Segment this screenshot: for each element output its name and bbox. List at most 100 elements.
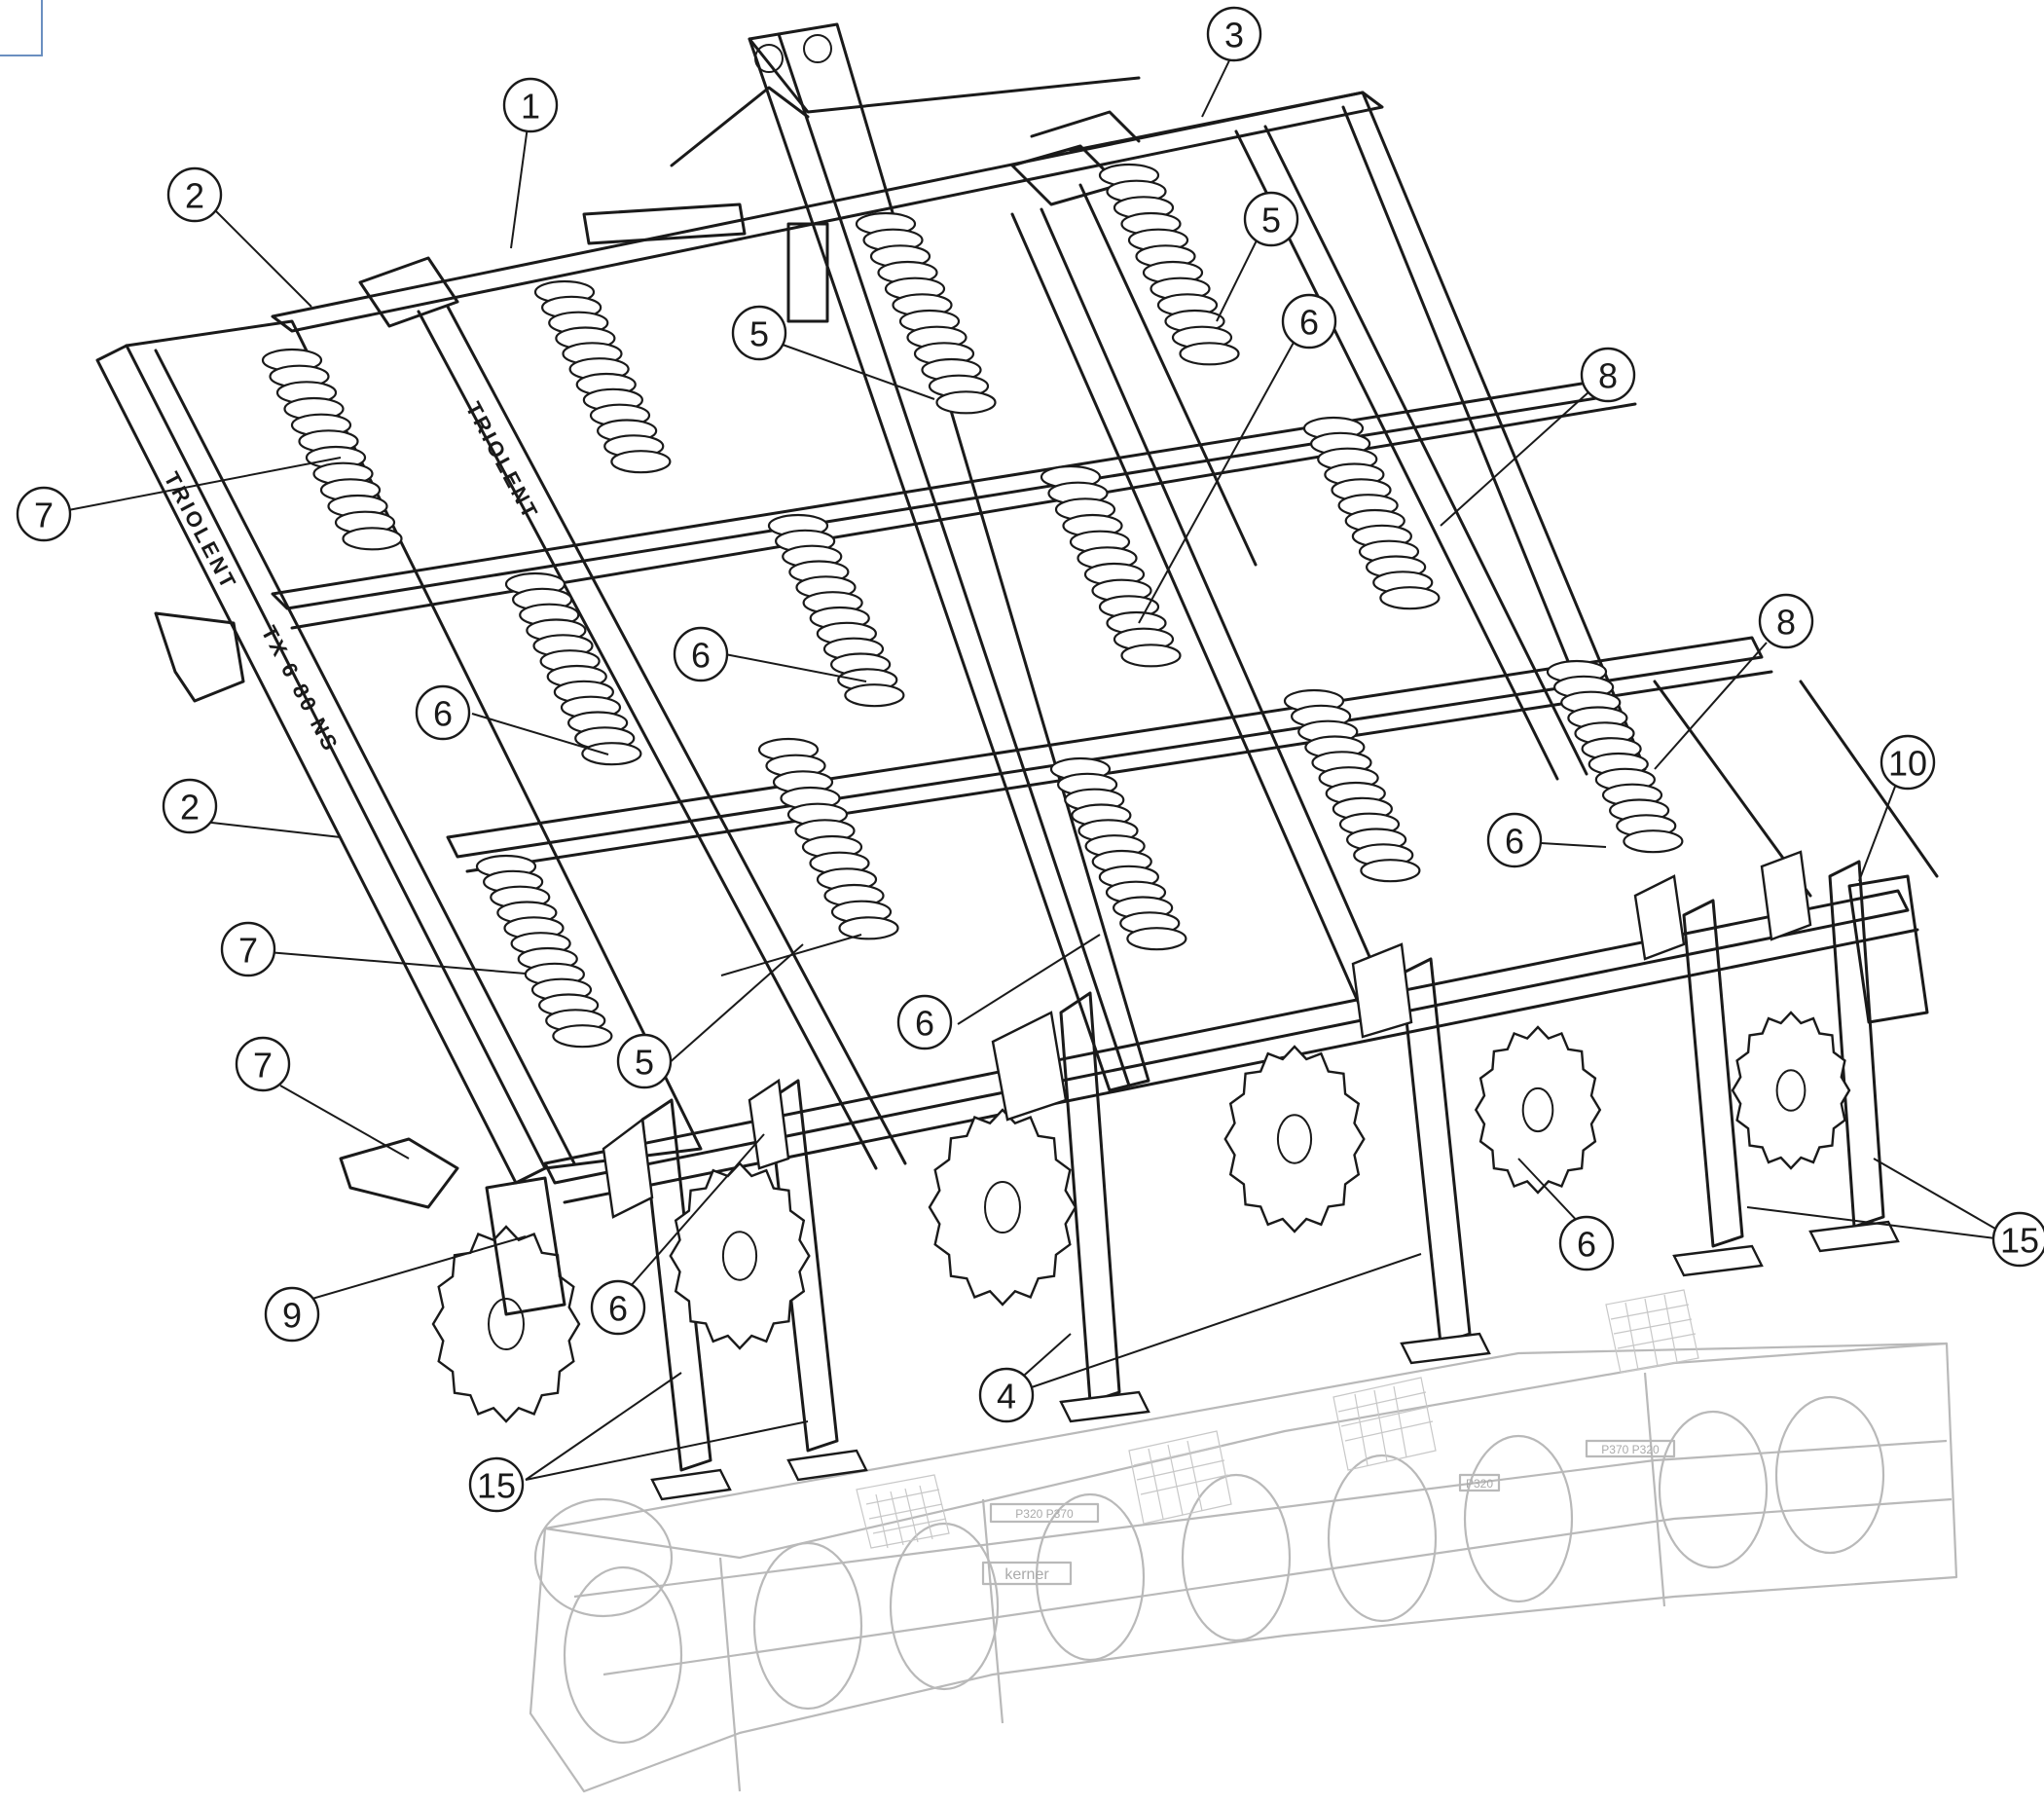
callout-c6b: 6 [673, 626, 729, 682]
callout-number: 5 [749, 314, 769, 354]
spring-assemblies [261, 163, 1684, 1049]
callout-c6d: 6 [1486, 812, 1543, 868]
callout-number: 2 [185, 176, 204, 216]
callout-c6f: 6 [1558, 1215, 1615, 1271]
notched-disc [1731, 1011, 1851, 1170]
callout-c5b: 5 [1243, 191, 1299, 247]
spring-coil [838, 916, 899, 940]
callout-c7a: 7 [16, 486, 72, 542]
callout-circle [731, 305, 787, 361]
callout-c1: 1 [502, 77, 559, 133]
compression-spring [855, 211, 997, 415]
spring-coil [1360, 859, 1421, 883]
roller-code-label-1: P320 P370 [1015, 1507, 1074, 1521]
callout-c10: 10 [1880, 734, 1936, 791]
callout-circle [590, 1279, 646, 1336]
callout-circle [1206, 6, 1262, 62]
callout-circle [1758, 593, 1814, 649]
callout-number: 6 [608, 1289, 628, 1329]
callout-circle [468, 1456, 525, 1513]
spring-coil [1623, 829, 1684, 854]
callout-c8a: 8 [1580, 347, 1636, 403]
callout-c7b: 7 [220, 921, 276, 977]
callout-number: 10 [1888, 744, 1927, 784]
packer-roller-assembly: kerner P320 P370 P320 P370 P320 [529, 1289, 1958, 1793]
adjustment-plates [602, 850, 1812, 1219]
callout-c5a: 5 [731, 305, 787, 361]
callout-circle [162, 778, 218, 834]
spring-coil [844, 683, 905, 708]
callout-c7c: 7 [235, 1036, 291, 1092]
callout-c9: 9 [264, 1286, 320, 1343]
notched-disc [431, 1225, 581, 1423]
callout-number: 8 [1776, 603, 1796, 643]
callout-c6g: 6 [590, 1279, 646, 1336]
spring-coil [610, 450, 672, 474]
spring-coil [342, 527, 403, 551]
notched-disc [1474, 1025, 1602, 1195]
spring-coil [1126, 927, 1187, 951]
callout-circle [166, 166, 223, 223]
callout-circle [1243, 191, 1299, 247]
callout-c6e: 6 [896, 994, 953, 1050]
callout-number: 6 [915, 1004, 934, 1044]
callout-number: 7 [238, 931, 258, 971]
callout-circle [1880, 734, 1936, 791]
callout-circle [235, 1036, 291, 1092]
callout-number: 15 [2000, 1221, 2039, 1261]
callout-circle [896, 994, 953, 1050]
notched-discs [431, 1011, 1851, 1423]
callout-number: 8 [1598, 356, 1618, 396]
callout-circle [264, 1286, 320, 1343]
corner-frame [0, 0, 43, 56]
compression-spring [261, 348, 403, 551]
callout-c6a: 6 [1281, 293, 1337, 350]
compression-spring [475, 854, 613, 1049]
callout-c8b: 8 [1758, 593, 1814, 649]
spring-coil [581, 742, 642, 766]
compression-spring [504, 571, 642, 766]
callout-circle [16, 486, 72, 542]
notched-disc [928, 1108, 1077, 1307]
callout-number: 6 [1577, 1225, 1596, 1265]
spring-coil [1120, 644, 1182, 668]
disc-hub [1276, 1114, 1313, 1164]
callout-circle [1580, 347, 1636, 403]
compression-spring [1098, 163, 1240, 366]
callout-number: 3 [1224, 16, 1244, 55]
callout-number: 5 [635, 1043, 654, 1083]
callout-c2a: 2 [166, 166, 223, 223]
callout-c2b: 2 [162, 778, 218, 834]
callout-c15a: 15 [468, 1456, 525, 1513]
callout-circle [1558, 1215, 1615, 1271]
callout-circle [673, 626, 729, 682]
callout-number: 7 [34, 496, 54, 535]
callout-circle [1486, 812, 1543, 868]
compression-spring [1283, 688, 1421, 883]
callout-number: 1 [521, 87, 540, 127]
main-frame [95, 22, 1939, 1204]
callout-number: 7 [253, 1046, 273, 1086]
spring-coil [1379, 586, 1441, 610]
callout-number: 9 [282, 1296, 302, 1336]
compression-spring [1302, 416, 1441, 610]
notched-disc [669, 1161, 811, 1350]
callout-c5c: 5 [616, 1033, 673, 1089]
callout-circle [1281, 293, 1337, 350]
notched-disc [1223, 1045, 1366, 1233]
callout-number: 6 [691, 636, 711, 676]
disc-hub [1521, 1086, 1554, 1133]
compression-spring [1040, 464, 1182, 668]
compression-spring [533, 279, 672, 474]
callout-number: 5 [1261, 201, 1281, 240]
disc-hub [1775, 1069, 1807, 1112]
compression-spring [1049, 756, 1187, 951]
callout-circle [502, 77, 559, 133]
callout-number: 15 [477, 1466, 516, 1506]
disc-hub [721, 1231, 758, 1281]
spring-coil [1179, 342, 1240, 366]
callout-circle [1991, 1211, 2044, 1268]
brand-label-left: TRIOLENT [160, 468, 242, 595]
